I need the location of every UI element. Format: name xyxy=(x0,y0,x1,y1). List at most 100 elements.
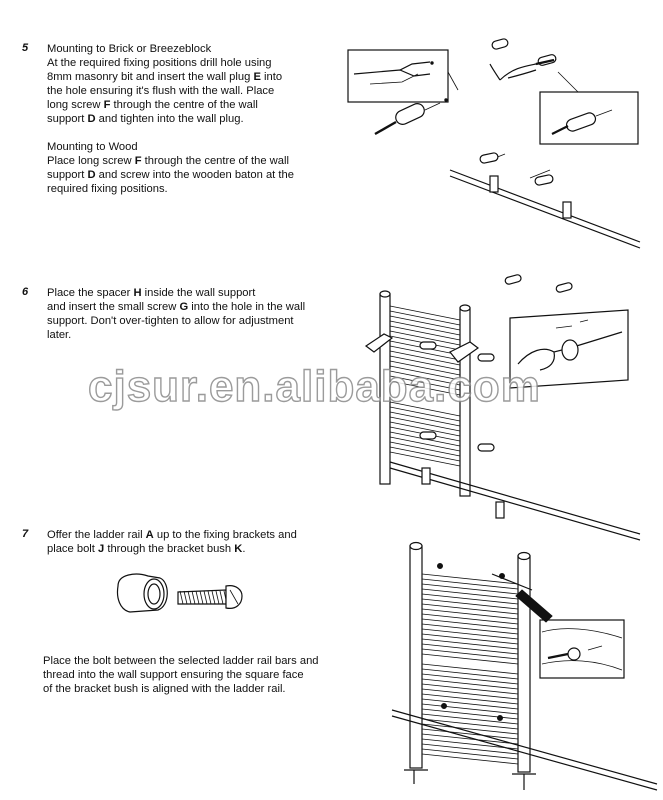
ladder-bar xyxy=(389,330,461,346)
ladder-bar xyxy=(389,360,461,376)
text-line: thread into the wall support ensuring th… xyxy=(43,669,304,681)
step-6-number: 6 xyxy=(22,286,29,298)
step-5-wood-body: Place long screw F through the centre of… xyxy=(47,154,294,196)
ladder-bar xyxy=(421,648,519,660)
step-7-body-bottom: Place the bolt between the selected ladd… xyxy=(43,654,319,696)
hand-screwdriver-icon xyxy=(489,61,547,81)
text-line: Place the spacer H inside the wall suppo… xyxy=(47,287,256,299)
text-line: support. Don't over-tighten to allow for… xyxy=(47,315,294,327)
text-line: At the required fixing positions drill h… xyxy=(47,57,272,69)
ladder-bar xyxy=(421,653,519,665)
step-7-bolt-illustration xyxy=(116,573,243,613)
wall-plug-icon xyxy=(504,274,522,285)
ladder-bar xyxy=(421,663,519,675)
ladder-bar xyxy=(421,623,519,635)
ladder-bar xyxy=(389,345,461,361)
ladder-bar xyxy=(389,406,461,422)
ladder-rail-icon xyxy=(379,290,471,497)
drill-detail-callout xyxy=(347,49,449,103)
ladder-bar xyxy=(421,733,519,745)
step-6-body: Place the spacer H inside the wall suppo… xyxy=(47,286,305,342)
ladder-bar xyxy=(421,578,519,590)
text-line: Place long screw F through the centre of… xyxy=(47,155,289,167)
text-line: place bolt J through the bracket bush K. xyxy=(47,543,246,555)
ladder-bar xyxy=(421,718,519,730)
ladder-bar xyxy=(389,305,461,321)
ladder-bar xyxy=(389,380,461,396)
wall-rail xyxy=(391,709,658,791)
wall-rail xyxy=(449,169,641,249)
pointer-arrow xyxy=(515,589,553,623)
step-6-text: Place the spacer H inside the wall suppo… xyxy=(47,286,305,342)
step-6-illustration xyxy=(364,274,641,541)
ladder-bar xyxy=(421,678,519,690)
ladder-bar xyxy=(421,668,519,680)
ladder-bar xyxy=(389,350,461,366)
ladder-bar xyxy=(421,753,519,765)
ladder-bar xyxy=(389,401,461,417)
ladder-bar xyxy=(421,588,519,600)
wall-support-icon xyxy=(489,175,499,193)
ladder-bar xyxy=(389,421,461,437)
spacer-icon xyxy=(449,341,480,363)
ladder-bar xyxy=(421,643,519,655)
wall-rail xyxy=(389,461,641,541)
wall-plug-icon xyxy=(555,282,573,293)
ladder-bar xyxy=(389,375,461,391)
step-5-brick-body: At the required fixing positions drill h… xyxy=(47,56,294,126)
ladder-bar xyxy=(389,441,461,457)
ladder-bar xyxy=(389,416,461,432)
ladder-bar xyxy=(421,593,519,605)
step-7-body-top: Offer the ladder rail A up to the fixing… xyxy=(47,528,297,556)
ladder-bar xyxy=(421,708,519,720)
ladder-bar xyxy=(421,703,519,715)
ladder-bar xyxy=(389,310,461,326)
ladder-bar xyxy=(421,598,519,610)
wall-support-icon xyxy=(562,201,572,219)
ladder-bar xyxy=(421,693,519,705)
ladder-bar xyxy=(389,436,461,452)
floor-feet xyxy=(404,769,536,790)
step-5-text: Mounting to Brick or Breezeblock At the … xyxy=(47,42,294,196)
wall-plug-icon xyxy=(491,38,509,50)
text-line: Offer the ladder rail A up to the fixing… xyxy=(47,529,297,541)
wall-plug-icon xyxy=(479,152,499,164)
ladder-bar xyxy=(421,583,519,595)
screw-detail-callout xyxy=(539,91,639,145)
text-line: of the bracket bush is aligned with the … xyxy=(43,683,286,695)
ladder-bar xyxy=(389,355,461,371)
ladder-bar xyxy=(421,728,519,740)
ladder-bar xyxy=(389,325,461,341)
bolt-icon xyxy=(177,585,243,609)
ladder-bar xyxy=(389,446,461,462)
text-line: 8mm masonry bit and insert the wall plug… xyxy=(47,71,283,83)
ladder-bar xyxy=(421,603,519,615)
ladder-bar xyxy=(421,573,519,585)
bracket-bush-icon xyxy=(116,573,168,613)
ladder-bar xyxy=(421,743,519,755)
text-line: required fixing positions. xyxy=(47,183,168,195)
wall-plug-icon xyxy=(534,174,554,186)
ladder-bar xyxy=(389,320,461,336)
ladder-bar xyxy=(421,723,519,735)
ladder-bar xyxy=(421,613,519,625)
hand-detail-callout xyxy=(509,309,629,389)
ladder-bar xyxy=(389,411,461,427)
text-line: support D and screw into the wooden bato… xyxy=(47,169,294,181)
step-5-illustration xyxy=(347,38,641,249)
ladder-bar xyxy=(421,683,519,695)
bolt-detail-callout xyxy=(539,619,625,679)
hand-screwdriver-icon xyxy=(517,331,623,371)
ladder-bar xyxy=(421,698,519,710)
ladder-bar xyxy=(389,365,461,381)
ladder-bar xyxy=(421,713,519,725)
step-5-number: 5 xyxy=(22,42,29,54)
drill-bit-icon xyxy=(353,61,431,77)
ladder-bar xyxy=(421,688,519,700)
spacer-icon xyxy=(364,333,394,353)
ladder-bar xyxy=(421,748,519,760)
ladder-bar xyxy=(389,315,461,331)
step-7-text-bottom: Place the bolt between the selected ladd… xyxy=(43,654,319,696)
text-line: long screw F through the centre of the w… xyxy=(47,99,258,111)
ladder-bars xyxy=(389,305,461,467)
